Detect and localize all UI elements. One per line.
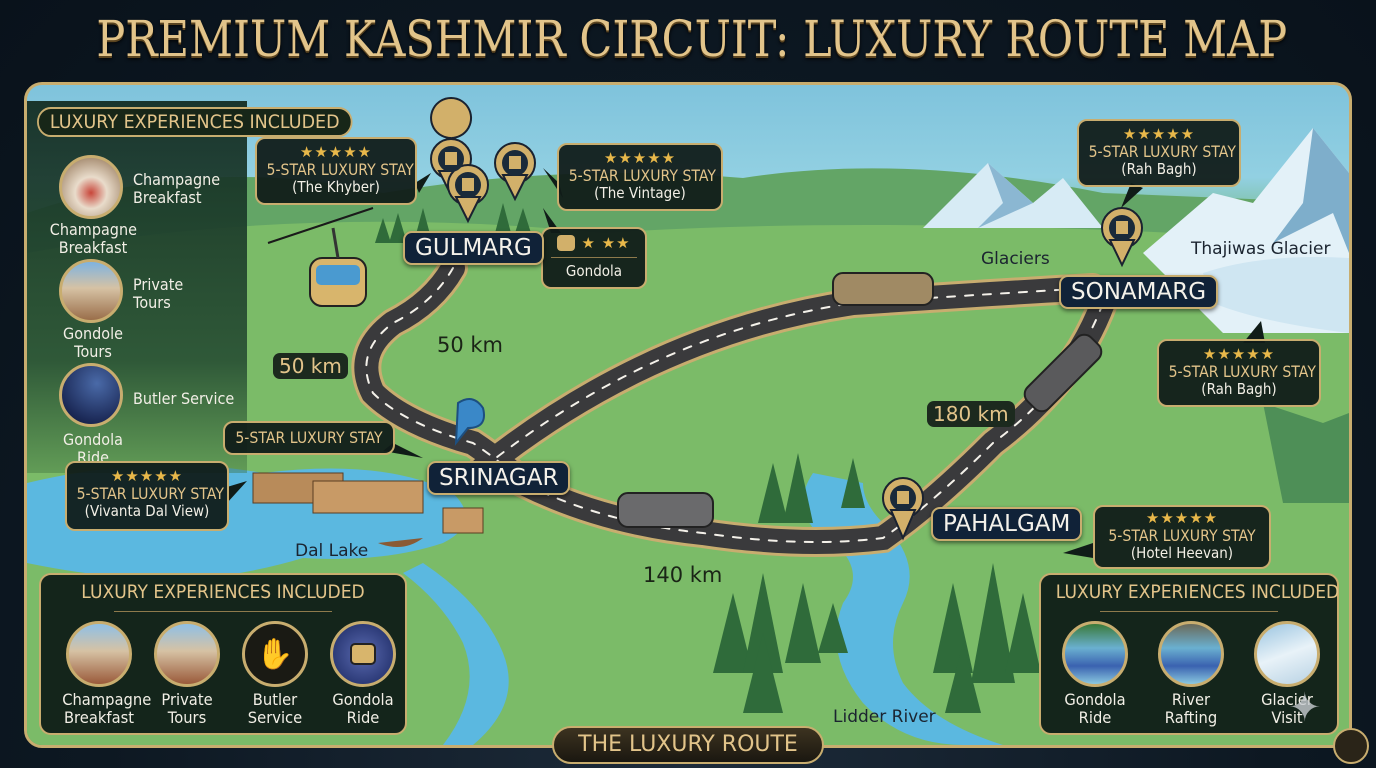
stay-name: (The Khyber)	[292, 177, 380, 196]
side-experiences-panel: LUXURY EXPERIENCES INCLUDED Champagne Br…	[27, 101, 353, 473]
distance-gulmarg-left: 50 km	[273, 353, 348, 379]
stay-title: 5-STAR LUXURY STAY	[568, 165, 717, 185]
experience-label: Gondola Ride	[332, 690, 394, 727]
experience-item[interactable]: Gondola Ride	[1055, 621, 1135, 726]
gondola-ride-icon	[330, 621, 396, 687]
stay-title: 5-STAR LUXURY STAY	[1168, 361, 1316, 381]
experience-item[interactable]: Gondola Ride	[323, 621, 403, 726]
champagne-breakfast-photo	[59, 155, 123, 219]
distance-srinagar-pahalgam: 140 km	[643, 563, 723, 587]
stay-title: 5-STAR LUXURY STAY	[1108, 525, 1256, 545]
stay-title: 5-STAR LUXURY STAY	[1088, 141, 1236, 161]
stay-callout-srinagar[interactable]: 5-STAR LUXURY STAY	[223, 421, 395, 455]
experiences-title: LUXURY EXPERIENCES INCLUDED	[1055, 581, 1340, 603]
route-map: LUXURY EXPERIENCES INCLUDED Champagne Br…	[24, 82, 1352, 748]
stay-name: (Vivanta Dal View)	[84, 501, 210, 520]
private-tours-photo	[154, 621, 220, 687]
houseboats	[252, 472, 484, 547]
divider	[1100, 611, 1278, 612]
label-dal-lake: Dal Lake	[295, 541, 369, 561]
butler-service-icon: ✋	[242, 621, 308, 687]
label-glaciers: Glaciers	[981, 249, 1050, 269]
sparkle-icon: ✦	[1288, 685, 1322, 731]
star-rating: ★★★★★	[1145, 509, 1219, 527]
route-banner: THE LUXURY ROUTE	[552, 726, 824, 764]
city-pahalgam[interactable]: PAHALGAM	[931, 507, 1083, 541]
pine-trees	[375, 203, 1041, 713]
experience-label: Private Tours	[161, 690, 213, 727]
experience-label: River Rafting	[1164, 690, 1218, 727]
side-item-caption: Gondole Tours	[63, 324, 123, 361]
private-tours-photo	[59, 259, 123, 323]
stay-callout-vintage[interactable]: ★★★★★ 5-STAR LUXURY STAY (The Vintage)	[557, 143, 723, 211]
gondola-icon	[557, 235, 576, 252]
champagne-breakfast-photo	[66, 621, 132, 687]
experience-label: Gondola Ride	[1064, 690, 1126, 727]
city-srinagar[interactable]: SRINAGAR	[427, 461, 571, 495]
stay-callout-vivanta[interactable]: ★★★★★ 5-STAR LUXURY STAY (Vivanta Dal Vi…	[65, 461, 229, 531]
stargazing-photo	[59, 363, 123, 427]
side-item-label: Champagne Breakfast	[133, 170, 221, 207]
label-thajiwas-glacier: Thajiwas Glacier	[1191, 239, 1331, 259]
rafting-photo	[1062, 621, 1128, 687]
stay-name: (Rah Bagh)	[1121, 159, 1197, 178]
label-lidder-river: Lidder River	[833, 707, 936, 727]
experiences-title: LUXURY EXPERIENCES INCLUDED	[81, 581, 365, 603]
experience-item[interactable]: River Rafting	[1151, 621, 1231, 726]
star-rating: ★★★★★	[299, 143, 373, 161]
star-rating: ★★★★★	[1122, 125, 1196, 143]
experience-label: Butler Service	[247, 690, 303, 727]
experience-item[interactable]: ✋ Butler Service	[235, 621, 315, 726]
experiences-panel-right: LUXURY EXPERIENCES INCLUDED Gondola Ride…	[1039, 573, 1339, 735]
rafting-photo	[1158, 621, 1224, 687]
roads	[351, 253, 1118, 557]
stay-name: (Rah Bagh)	[1201, 379, 1277, 398]
stay-title: 5-STAR LUXURY STAY	[76, 483, 224, 503]
gondola-callout[interactable]: ★ ★★ Gondola	[541, 227, 647, 289]
side-panel-header: LUXURY EXPERIENCES INCLUDED	[37, 107, 353, 137]
stay-callout-rahbagh-right[interactable]: ★★★★★ 5-STAR LUXURY STAY (Rah Bagh)	[1157, 339, 1321, 407]
city-sonamarg[interactable]: SONAMARG	[1059, 275, 1219, 309]
side-item-caption: Champagne Breakfast	[49, 220, 137, 257]
side-item-label: Butler Service	[133, 389, 235, 408]
stay-title: 5-STAR LUXURY STAY	[235, 428, 383, 447]
stay-name: (The Vintage)	[594, 183, 686, 202]
experience-item[interactable]: Champagne Breakfast	[59, 621, 152, 727]
experiences-panel-left: LUXURY EXPERIENCES INCLUDED Champagne Br…	[39, 573, 407, 735]
city-gulmarg[interactable]: GULMARG	[403, 231, 544, 265]
experience-label: Champagne Breakfast	[62, 690, 152, 727]
side-item-label: Private Tours	[133, 275, 184, 312]
page-title: PREMIUM KASHMIR CIRCUIT: LUXURY ROUTE MA…	[96, 10, 1288, 68]
star-rating: ★★★★★	[603, 149, 677, 167]
experience-item[interactable]: Private Tours	[147, 621, 227, 726]
experience-item[interactable]: Glacier Visit	[1247, 621, 1327, 726]
distance-gulmarg-right: 50 km	[437, 333, 504, 357]
location-pin	[454, 398, 485, 447]
star-rating: ★ ★★	[581, 234, 631, 252]
stay-name: (Hotel Heevan)	[1130, 543, 1234, 562]
stay-title: 5-STAR LUXURY STAY	[266, 159, 414, 179]
hotel-emblem-icon[interactable]	[1333, 728, 1369, 764]
distance-sonamarg-pahalgam: 180 km	[927, 401, 1015, 427]
stay-callout-heevan[interactable]: ★★★★★ 5-STAR LUXURY STAY (Hotel Heevan)	[1093, 505, 1271, 569]
gondola-cabin	[309, 227, 367, 307]
glacier-photo	[1254, 621, 1320, 687]
experience-label: Glacier Visit	[1261, 690, 1313, 727]
gondola-label: Gondola	[565, 261, 623, 280]
stay-callout-khyber[interactable]: ★★★★★ 5-STAR LUXURY STAY (The Khyber)	[255, 137, 417, 205]
star-rating: ★★★★★	[110, 467, 184, 485]
stay-callout-rahbagh-top[interactable]: ★★★★★ 5-STAR LUXURY STAY (Rah Bagh)	[1077, 119, 1241, 187]
star-rating: ★★★★★	[1202, 345, 1276, 363]
divider	[113, 611, 333, 612]
cars	[617, 272, 1103, 528]
